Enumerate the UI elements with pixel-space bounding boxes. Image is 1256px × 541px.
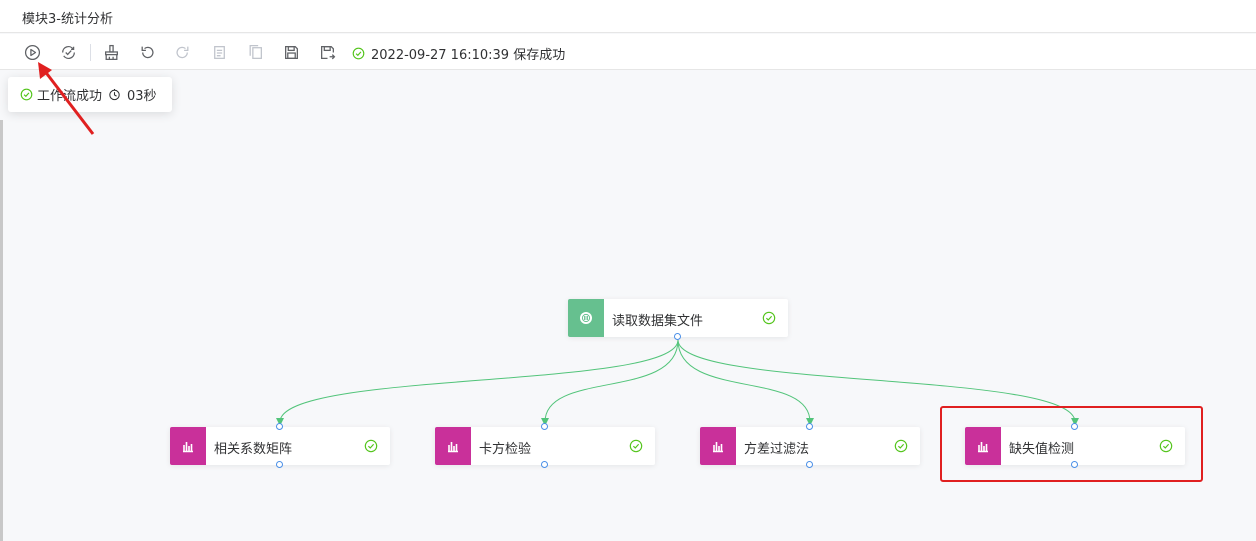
workflow-status-text: 工作流成功 [37,89,103,104]
undo-icon [141,46,154,58]
edge-to-missing-check [677,339,1079,426]
play-circle-icon [24,44,40,60]
node-missing-value-check[interactable]: 缺失值检测 [965,423,1185,468]
check-circle-icon [20,88,33,101]
success-check-icon [894,439,908,453]
save-status: 2022-09-27 16:10:39 保存成功 [352,44,565,63]
node-correlation-matrix[interactable]: 相关系数矩阵 [170,423,390,468]
output-port[interactable] [276,461,283,468]
success-check-icon [364,439,378,453]
edge-to-variance-filter [677,339,814,426]
undo-button[interactable] [136,41,158,63]
save-status-text: 2022-09-27 16:10:39 保存成功 [371,48,566,63]
node-label: 缺失值检测 [1009,442,1075,457]
paste-icon [249,44,262,59]
save-icon [284,45,298,59]
input-port[interactable] [276,423,283,430]
check-sync-icon [61,45,75,59]
bar-chart-icon [435,427,471,465]
node-label: 相关系数矩阵 [214,442,293,457]
redo-icon [175,46,188,58]
input-port[interactable] [806,423,813,430]
success-check-icon [629,439,643,453]
page-title: 模块3-统计分析 [22,12,113,27]
input-port[interactable] [541,423,548,430]
workflow-edges [276,339,1079,426]
node-chi-square[interactable]: 卡方检验 [435,423,655,468]
left-panel-edge [0,120,3,541]
save-as-button[interactable] [316,41,338,63]
bar-chart-icon [965,427,1001,465]
bar-chart-icon [170,427,206,465]
success-check-icon [762,311,776,325]
output-port[interactable] [674,333,681,340]
input-port[interactable] [1071,423,1078,430]
run-button[interactable] [21,41,43,63]
save-button[interactable] [280,41,302,63]
node-read-dataset[interactable]: 读取数据集文件 [568,299,788,340]
node-variance-filter[interactable]: 方差过滤法 [700,423,920,468]
timer-icon [109,88,120,101]
annotation-highlight-box [940,406,1203,482]
annotation-arrow [38,62,95,135]
output-port[interactable] [806,461,813,468]
dataset-icon [568,299,604,337]
workflow-duration: 03秒 [127,89,157,104]
save-as-icon [320,45,335,59]
validate-button[interactable] [57,41,79,63]
toolbar-separator [90,44,91,61]
success-check-icon [1159,439,1173,453]
workflow-status-popup: 工作流成功 03秒 [8,77,172,112]
output-port[interactable] [1071,461,1078,468]
edge-to-chi-square [541,339,679,426]
node-label: 卡方检验 [479,442,532,457]
node-label: 方差过滤法 [744,442,810,457]
copy-button[interactable] [208,41,230,63]
toolbar: 2022-09-27 16:10:39 保存成功 [0,34,1256,70]
node-label: 读取数据集文件 [612,314,704,329]
clear-button[interactable] [100,41,122,63]
edge-to-corr-matrix [276,339,679,426]
check-circle-icon [352,47,365,60]
paste-button[interactable] [244,41,266,63]
workflow-canvas[interactable]: 读取数据集文件 相关系数矩阵 卡方检验 方差过滤法 [0,70,1256,541]
output-port[interactable] [541,461,548,468]
copy-icon [213,45,225,59]
redo-button[interactable] [171,41,193,63]
title-bar: 模块3-统计分析 [0,0,1256,33]
bar-chart-icon [700,427,736,465]
brush-icon [104,44,118,60]
